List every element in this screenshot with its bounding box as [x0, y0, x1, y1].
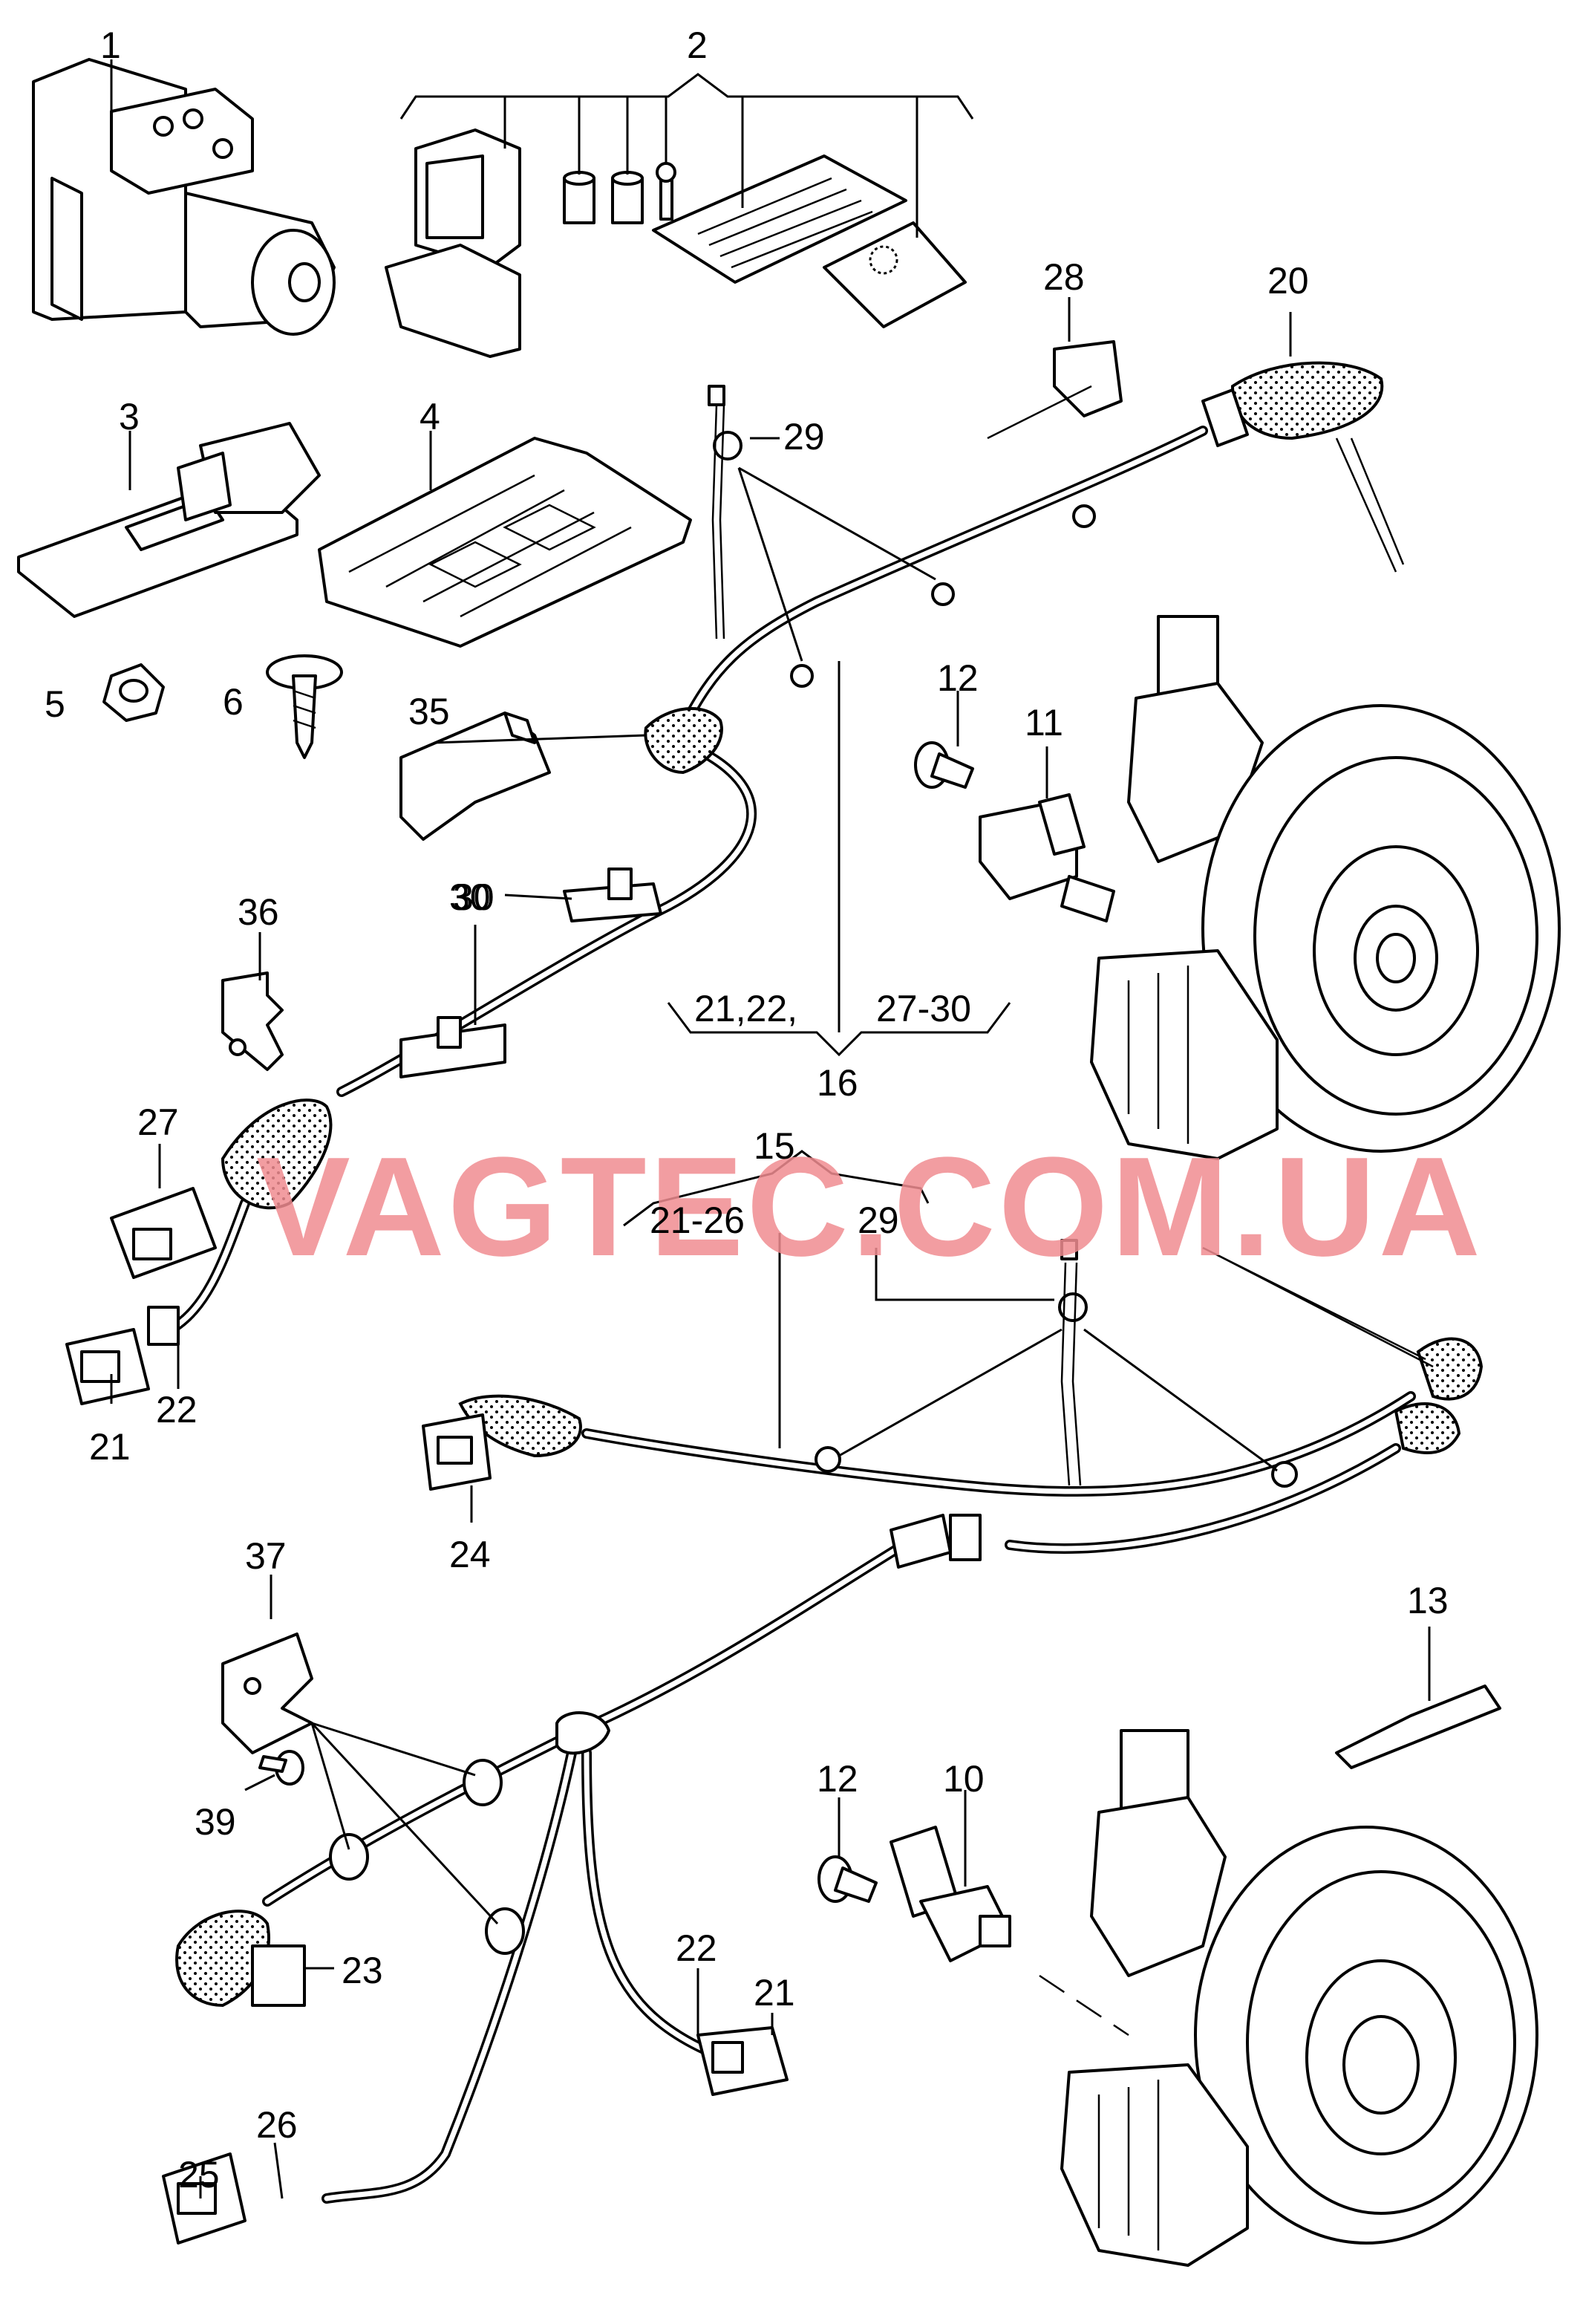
control-unit-kit-part-2: [385, 128, 967, 358]
callout-15-left: 21-26: [650, 1200, 745, 1241]
callout-labels: 1 2 3 4 5 6 10 11 12 12 13 15 21-26 29 1…: [45, 25, 1449, 2196]
screw-part-6: [266, 654, 343, 759]
callout-12-lower: 12: [817, 1758, 858, 1800]
speed-sensor-part-10: [890, 1826, 1129, 2037]
retainer-part-35: [399, 712, 551, 841]
leader-lines: [110, 59, 1431, 2199]
bolt-part-12-upper: [914, 741, 974, 789]
callout-2: 2: [687, 25, 708, 66]
callout-12-upper: 12: [937, 657, 979, 699]
callout-27: 27: [137, 1101, 179, 1143]
callout-6: 6: [223, 681, 244, 723]
callout-24: 24: [449, 1534, 491, 1575]
callout-29: 29: [783, 416, 825, 458]
nut-part-5: [102, 663, 165, 722]
callout-22-upper: 22: [156, 1389, 198, 1430]
callout-15-right: 29: [858, 1200, 899, 1241]
callout-20: 20: [1267, 260, 1309, 302]
bolt-part-12-lower: [817, 1855, 878, 1903]
callout-13: 13: [1407, 1580, 1449, 1621]
callout-21-lower: 21: [754, 1972, 795, 2014]
front-wheel-hub-lower: [1060, 1729, 1538, 2267]
upper-wiring-harness: [65, 340, 1405, 1405]
callout-25: 25: [178, 2154, 220, 2196]
callout-23: 23: [342, 1950, 383, 1991]
lower-wiring-harness: [422, 1239, 1484, 1554]
callout-36: 36: [238, 891, 279, 933]
callout-22-lower: 22: [676, 1927, 717, 1969]
watermark-text: VAGTEC.COM.UA: [256, 1128, 1484, 1286]
callout-39: 39: [195, 1801, 236, 1843]
control-module-plate-part-3: [17, 422, 321, 618]
callout-15: 15: [754, 1125, 795, 1167]
callout-35: 35: [408, 691, 450, 732]
callout-26: 26: [256, 2104, 298, 2146]
callout-30-upper: 30: [449, 876, 491, 918]
bracket-part-36: [221, 971, 284, 1071]
callout-16: 16: [817, 1062, 858, 1104]
callout-28: 28: [1043, 256, 1085, 298]
abs-unit-part-1: [32, 58, 336, 336]
callout-5: 5: [45, 683, 65, 725]
callout-3: 3: [119, 396, 140, 437]
callout-21-upper: 21: [89, 1426, 131, 1468]
callout-4: 4: [420, 396, 440, 437]
callout-37: 37: [245, 1535, 287, 1577]
callout-16-right: 27-30: [876, 988, 971, 1029]
callout-16-left: 21,22,: [694, 988, 797, 1029]
rear-wiring-harness: [162, 1514, 982, 2245]
front-wheel-hub-upper: [1090, 615, 1561, 1160]
mounting-bracket-part-4: [318, 437, 692, 648]
grease-tube-part-13: [1335, 1685, 1501, 1769]
callout-11: 11: [1025, 702, 1063, 743]
speed-sensor-part-11: [979, 793, 1115, 922]
callout-1: 1: [100, 25, 121, 66]
callout-30-lower: 30: [453, 876, 495, 918]
callout-10: 10: [943, 1758, 985, 1800]
